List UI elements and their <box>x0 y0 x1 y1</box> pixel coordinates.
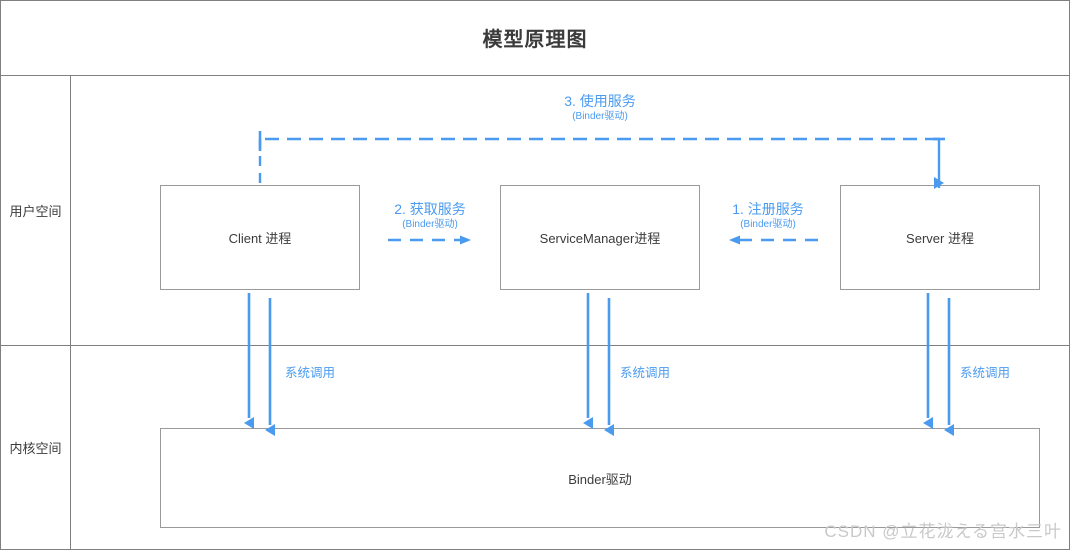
label-syscall-server: 系统调用 <box>960 366 1011 380</box>
label-get-service: 2. 获取服务 (Binder驱动) <box>330 200 530 232</box>
node-servicemanager-process-label: ServiceManager进程 <box>539 231 661 246</box>
page-title: 模型原理图 <box>0 0 1070 75</box>
arrow-syscall-servicemanager <box>583 293 614 436</box>
page-title-text: 模型原理图 <box>482 29 588 51</box>
label-register-service-subtitle: (Binder驱动) <box>740 219 796 230</box>
frame-divider-label-column <box>70 76 71 549</box>
arrow-use-service <box>258 131 945 189</box>
frame-divider-header <box>0 75 1070 76</box>
label-register-service: 1. 注册服务 (Binder驱动) <box>668 200 868 232</box>
frame-border-top <box>0 0 1070 1</box>
node-servicemanager-process[interactable]: ServiceManager进程 <box>500 185 700 290</box>
frame-divider-rows <box>0 345 1070 346</box>
label-register-service-title: 1. 注册服务 <box>732 201 804 217</box>
watermark: CSDN @立花泷える宫水三叶 <box>824 522 1062 541</box>
label-syscall-client: 系统调用 <box>285 366 336 380</box>
node-server-process[interactable]: Server 进程 <box>840 185 1040 290</box>
label-use-service-title: 3. 使用服务 <box>564 93 636 109</box>
node-binder-driver[interactable]: Binder驱动 <box>160 428 1040 528</box>
row-label-user-space: 用户空间 <box>9 204 62 219</box>
arrow-syscall-server <box>923 293 954 436</box>
label-use-service: 3. 使用服务 (Binder驱动) <box>500 92 700 124</box>
row-label-kernel-space: 内核空间 <box>9 441 62 456</box>
node-server-process-label: Server 进程 <box>906 231 974 246</box>
node-client-process-label: Client 进程 <box>228 231 292 246</box>
node-binder-driver-label: Binder驱动 <box>568 471 632 487</box>
frame-border-left <box>0 0 1 550</box>
arrow-syscall-client <box>244 293 275 436</box>
label-syscall-servicemanager: 系统调用 <box>620 366 671 380</box>
label-get-service-subtitle: (Binder驱动) <box>402 219 458 230</box>
label-get-service-title: 2. 获取服务 <box>394 201 466 217</box>
label-use-service-subtitle: (Binder驱动) <box>572 111 628 122</box>
